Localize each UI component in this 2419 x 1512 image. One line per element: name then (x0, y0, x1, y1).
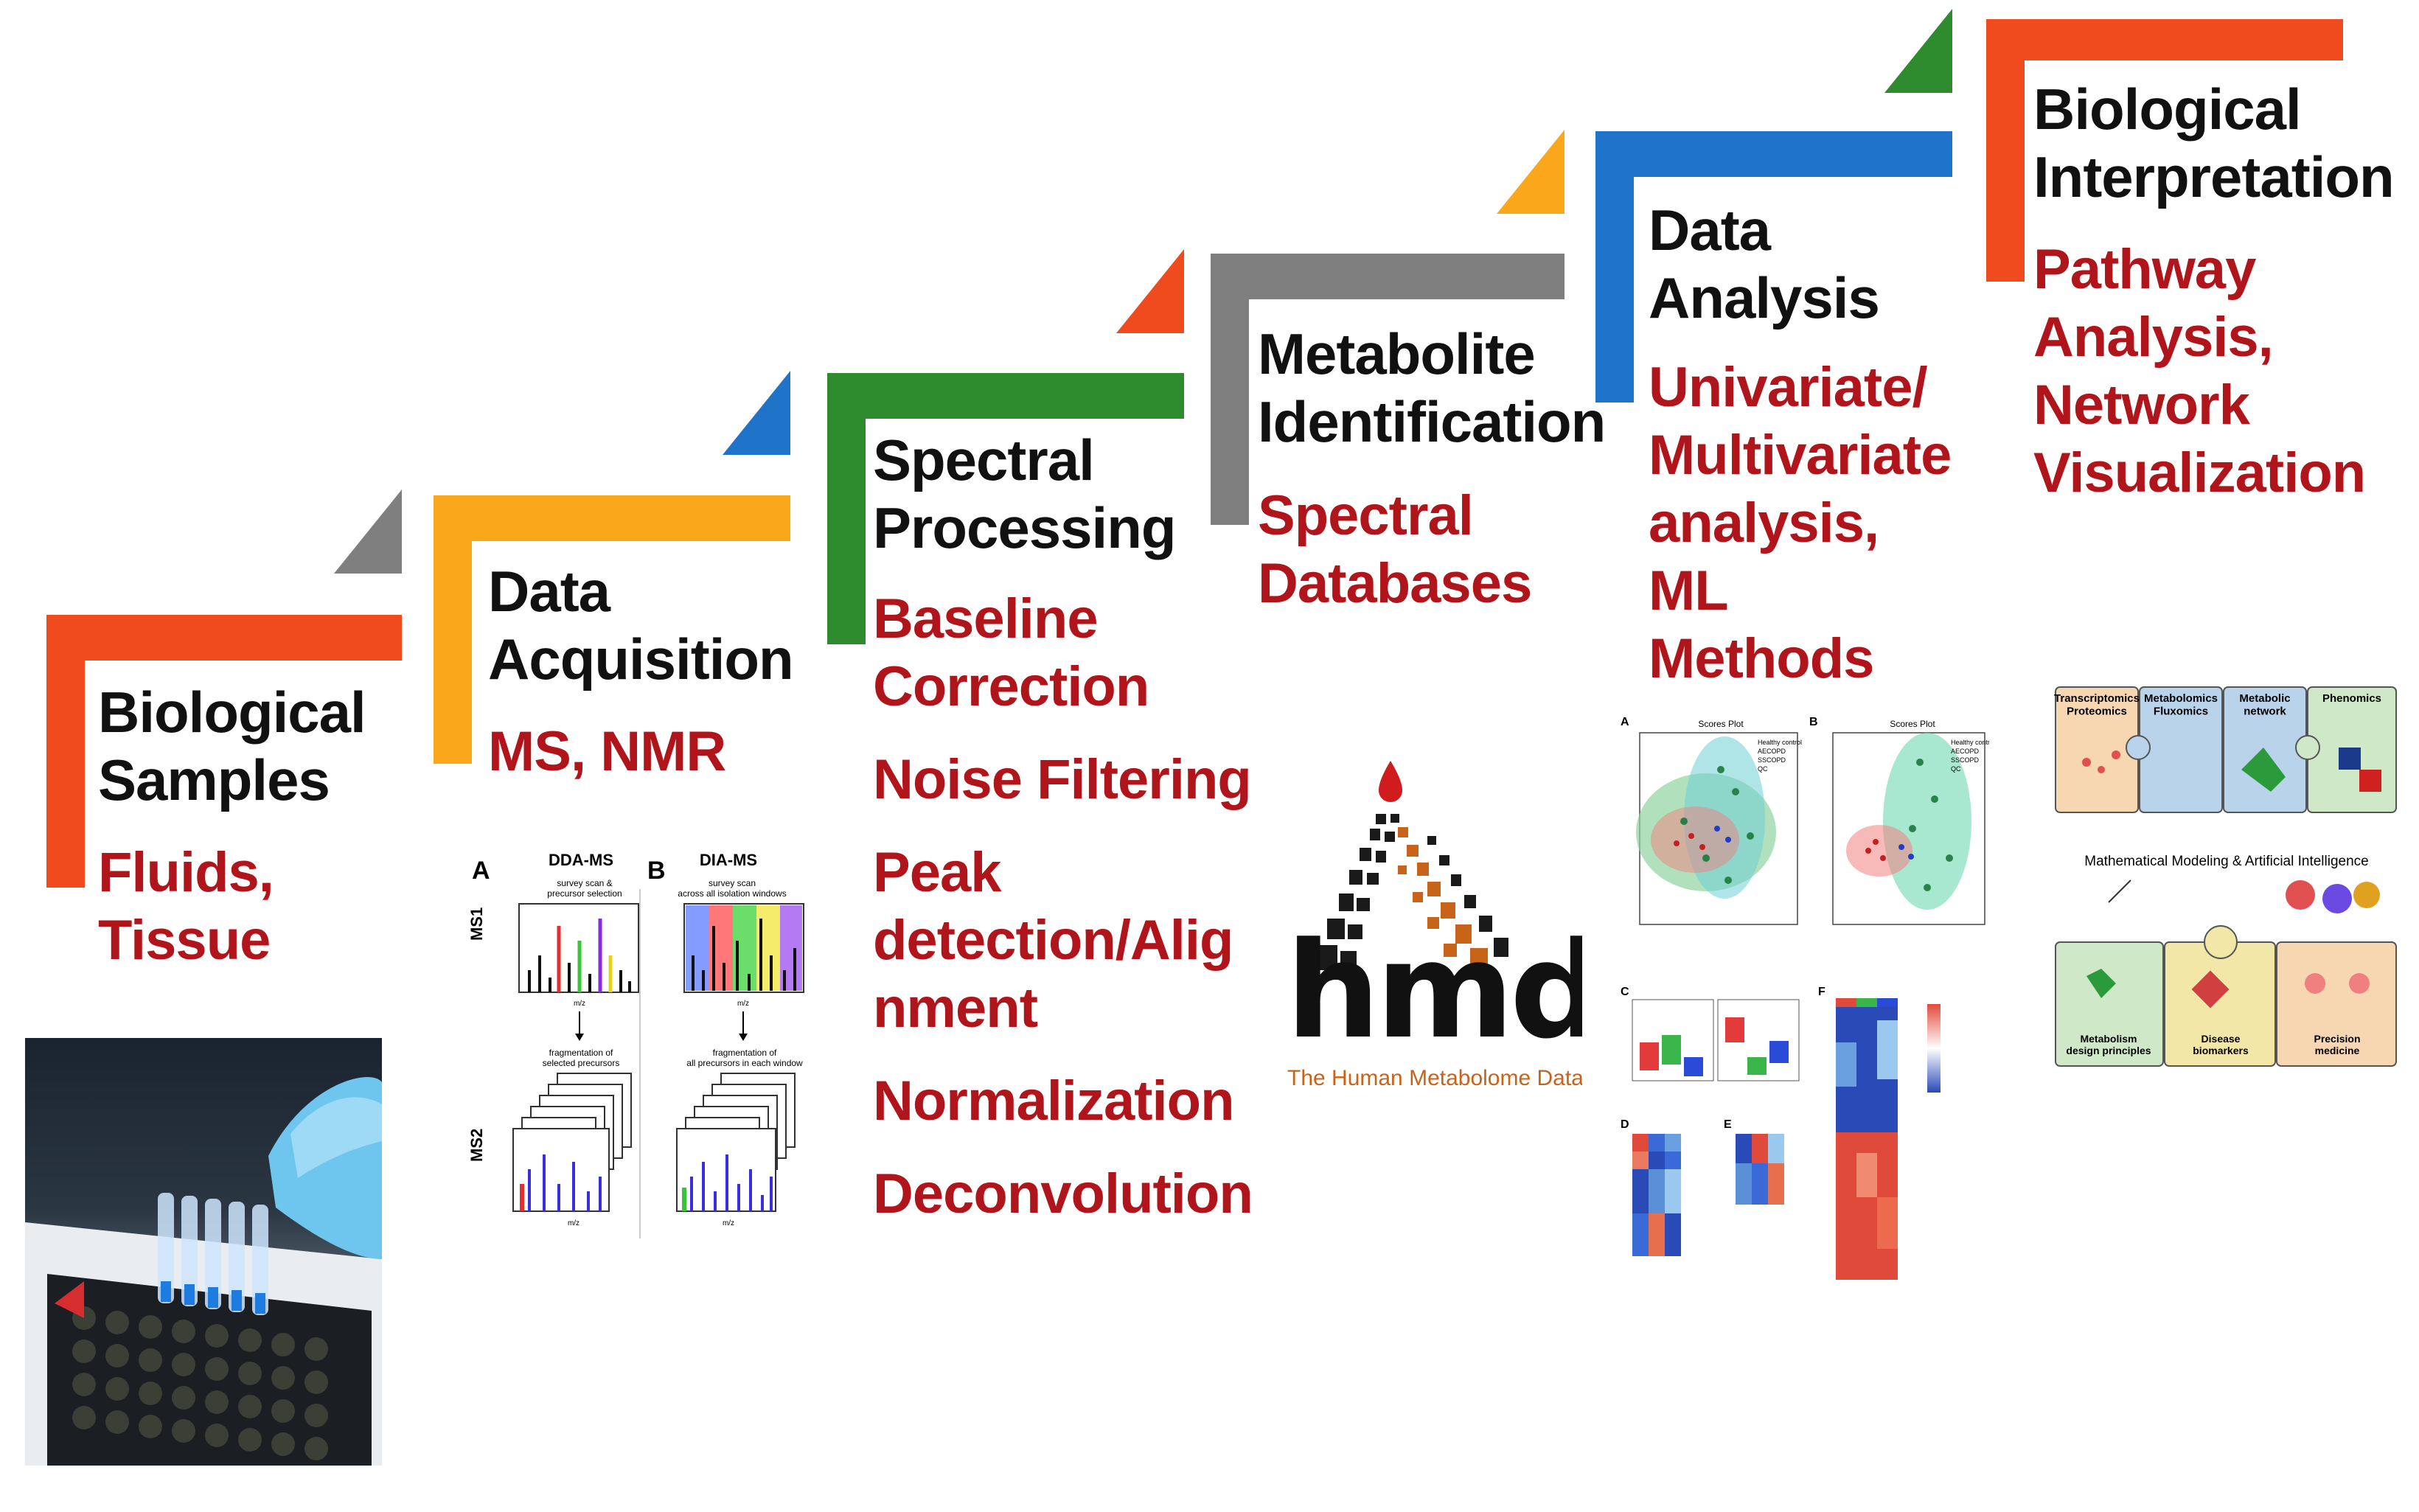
step2-bar-top (434, 495, 790, 541)
analysis-panel-c: C (1621, 986, 1629, 998)
ms2-label: MS2 (467, 1129, 486, 1162)
step2-title: Data Acquisition (488, 559, 794, 691)
step5-corner-triangle (1884, 9, 1952, 93)
hmdb-caption: The Human Metabolome Database (1287, 1066, 1582, 1090)
scores-plot-b: Scores Plot (1890, 719, 1935, 729)
ms-panel-b: B (647, 857, 666, 885)
dda-subtitle: survey scan &precursor selection (547, 878, 622, 899)
step1-corner-triangle (334, 490, 402, 574)
step3-item: Peak detection/Alig nment (873, 841, 1233, 1039)
step4-item: Spectral Databases (1258, 484, 1532, 615)
step3-corner-triangle (1116, 249, 1184, 333)
ms2-mz-b: m/z (723, 1219, 734, 1227)
step5-bar-side (1595, 131, 1634, 403)
step3-item: Normalization (873, 1070, 1234, 1132)
hmdb-logo-text: hmdb (1286, 914, 1582, 1068)
hmdb-logo: hmdb The Human Metabolome Database (1280, 755, 1582, 1094)
step4-bar-side (1211, 254, 1249, 525)
step4-title: Metabolite Identification (1258, 321, 1606, 454)
legend-b-3: QC (1951, 765, 1961, 773)
step2-corner-triangle (723, 371, 790, 455)
step1-item: Fluids, Tissue (98, 841, 274, 972)
step3-bar-side (827, 373, 866, 644)
step3-items: Baseline Correction Noise Filtering Peak… (873, 585, 1253, 1228)
step6-bar-top (1986, 19, 2343, 60)
analysis-panel-b: B (1809, 716, 1818, 728)
step1-items: Fluids, Tissue (98, 839, 274, 975)
step5-title: Data Analysis (1649, 198, 1880, 330)
step2-items: MS, NMR (488, 718, 726, 786)
analysis-panel-d: D (1621, 1118, 1629, 1131)
ms1-mz-a: m/z (574, 1000, 585, 1008)
legend-b-1: AECOPD (1951, 748, 1980, 755)
step6-items: Pathway Analysis, Network Visualization (2033, 236, 2366, 507)
step6-title: Biological Interpretation (2033, 77, 2395, 209)
step5-items: Univariate/ Multivariate analysis, ML Me… (1649, 354, 1952, 693)
step6-item: Pathway Analysis, Network Visualization (2033, 238, 2366, 504)
legend-a-2: SSCOPD (1758, 756, 1786, 764)
step3-bar-top (827, 373, 1184, 419)
step1-bar-top (46, 615, 402, 661)
legend-b-0: Healthy control (1951, 739, 1989, 746)
piece-phenomics: Phenomics (2322, 692, 2381, 705)
samples-photo (25, 1038, 382, 1466)
ms1-label: MS1 (467, 907, 486, 941)
step6-bar-side (1986, 19, 2025, 282)
legend-a-1: AECOPD (1758, 748, 1786, 755)
ms-acquisition-figure: A B DDA-MS DIA-MS survey scan &precursor… (463, 845, 812, 1238)
ms1-mz-b: m/z (737, 1000, 749, 1008)
legend-b-2: SSCOPD (1951, 756, 1980, 764)
modeling-ai-label: Mathematical Modeling & Artificial Intel… (2084, 854, 2368, 869)
scores-plot-a: Scores Plot (1698, 719, 1744, 729)
step1-title: Biological Samples (98, 680, 366, 812)
well-plate-illustration (25, 1077, 382, 1466)
step3-title: Spectral Processing (873, 428, 1177, 560)
step5-item: Univariate/ Multivariate analysis, ML Me… (1649, 356, 1952, 690)
step4-bar-top (1211, 254, 1564, 299)
step2-item: MS, NMR (488, 720, 726, 783)
dia-title: DIA-MS (700, 851, 757, 869)
step2-bar-side (434, 495, 472, 764)
analysis-panel-a: A (1621, 716, 1629, 728)
step5-bar-top (1595, 131, 1952, 177)
legend-a-0: Healthy control (1758, 739, 1802, 746)
dda-title: DDA-MS (549, 851, 613, 869)
ms2-mz-a: m/z (568, 1219, 579, 1227)
step4-items: Spectral Databases (1258, 482, 1532, 618)
ms-panel-a: A (472, 857, 490, 885)
step3-item: Deconvolution (873, 1163, 1253, 1225)
step4-corner-triangle (1497, 130, 1564, 214)
step1-bar-side (46, 615, 85, 888)
step3-item: Baseline Correction (873, 588, 1149, 718)
analysis-panel-e: E (1724, 1118, 1732, 1131)
step3-item: Noise Filtering (873, 748, 1252, 811)
analysis-panel-f: F (1818, 986, 1825, 998)
data-analysis-figure: A B Scores Plot Scores Plot Healthy cont… (1618, 711, 1989, 1290)
legend-a-3: QC (1758, 765, 1768, 773)
